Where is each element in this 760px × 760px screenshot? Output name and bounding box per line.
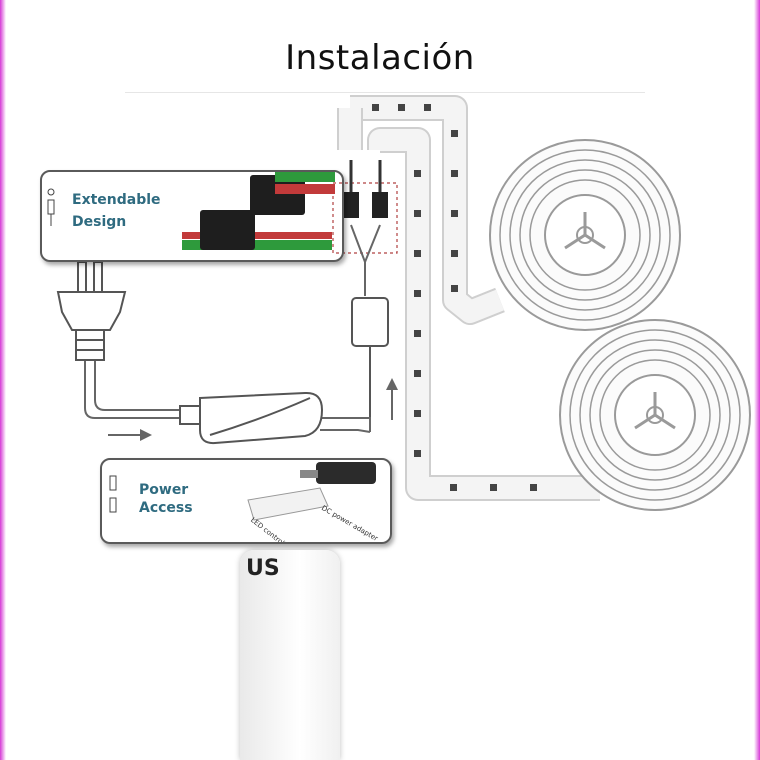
led-reel-upper (489, 139, 681, 331)
plug-small-icon (109, 475, 117, 513)
up-arrow-icon (386, 378, 398, 420)
title-divider (125, 92, 645, 93)
led-reel-lower (559, 319, 751, 511)
ac-plug-icon (56, 261, 127, 361)
led-controller-label: LED controller (249, 516, 293, 544)
power-line2: Access (139, 500, 193, 516)
extendable-design-callout: Extendable Design (40, 170, 344, 262)
extendable-line1: Extendable (72, 192, 161, 208)
strip-connectors (332, 160, 398, 296)
led-strip-outer (337, 95, 505, 325)
power-cable (84, 360, 372, 433)
power-access-callout: Power Access LED controller DC power ada… (100, 458, 392, 544)
page-title: Instalación (285, 38, 475, 78)
extendable-connector-image (182, 170, 335, 250)
us-plug-card (240, 550, 340, 760)
led-chips (372, 104, 537, 491)
led-strip-inner (367, 127, 600, 501)
extendable-line2: Design (72, 214, 127, 230)
power-adapter-brick (179, 391, 324, 445)
dc-plug-image (247, 462, 376, 521)
led-controller-box (351, 297, 389, 432)
plug-type-label: US (246, 556, 280, 581)
power-line1: Power (139, 482, 189, 498)
right-arrow-icon (108, 429, 152, 441)
connector-small-icon (47, 188, 55, 226)
dc-adapter-label: DC power adapter (320, 504, 380, 543)
